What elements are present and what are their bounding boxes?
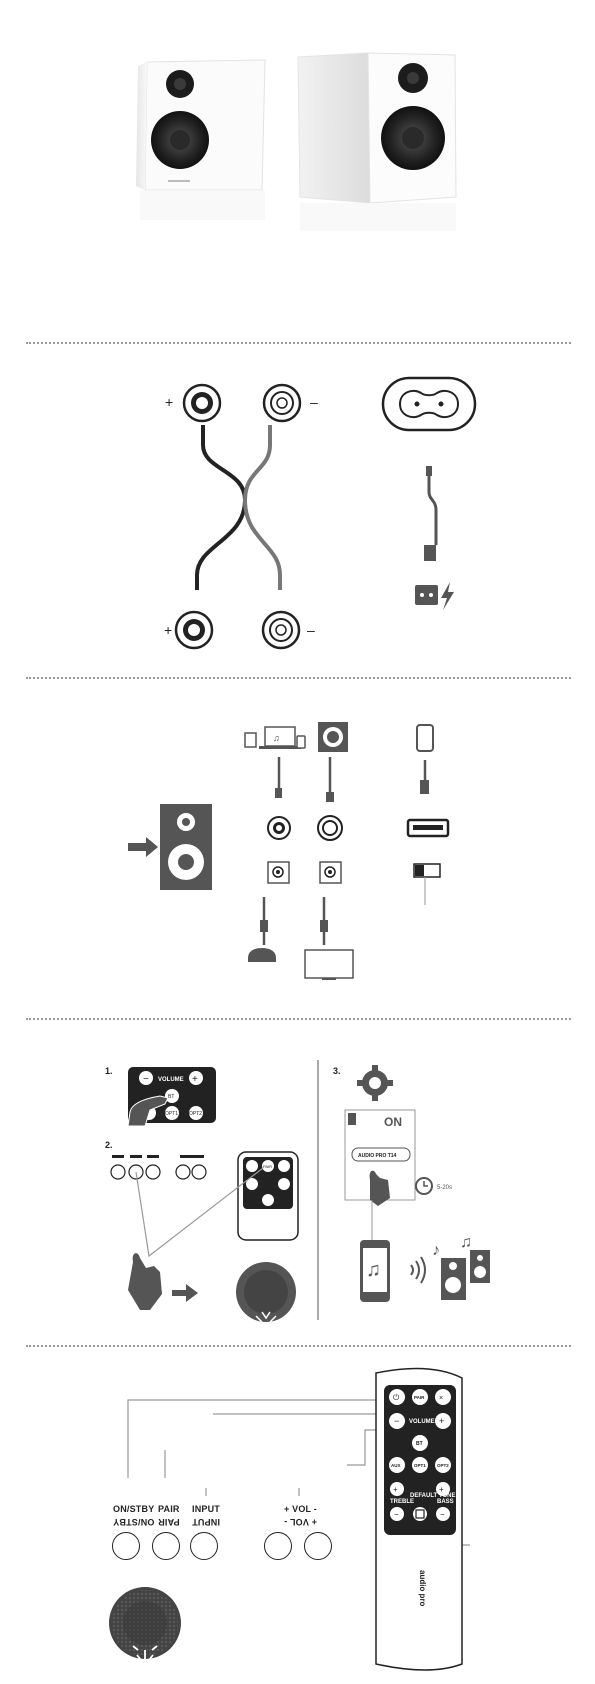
svg-text:–: –: [307, 622, 315, 638]
svg-text:♫: ♫: [273, 733, 280, 743]
onstby-label: ON/STBY: [113, 1504, 155, 1514]
pair-button[interactable]: [152, 1532, 180, 1560]
bt-on-label: ON: [384, 1115, 402, 1129]
svg-text:−: −: [440, 1510, 445, 1519]
step-3-number: 3.: [333, 1066, 341, 1076]
step-1-number: 1.: [105, 1066, 113, 1076]
svg-text:−: −: [143, 1074, 149, 1085]
svg-text:+: +: [439, 1485, 444, 1494]
svg-text:BASS: BASS: [437, 1499, 454, 1505]
onstby-label-mirrored: ON/STBY: [113, 1517, 155, 1527]
svg-text:OPT1: OPT1: [414, 1463, 426, 1468]
volume-label: VOLUME: [158, 1077, 184, 1083]
svg-text:AUX: AUX: [391, 1463, 401, 1468]
svg-text:PAIR: PAIR: [414, 1395, 425, 1400]
svg-text:+: +: [192, 1074, 198, 1085]
section-divider: [26, 1345, 571, 1347]
step-2-number: 2.: [105, 1140, 113, 1150]
wiring-diagram: + – + –: [164, 376, 477, 650]
svg-text:TREBLE: TREBLE: [390, 1499, 414, 1505]
svg-text:♫: ♫: [460, 1234, 472, 1251]
plus-sign: +: [165, 394, 173, 410]
svg-text:OPT2: OPT2: [189, 1111, 202, 1117]
svg-text:VOLUME: VOLUME: [409, 1419, 435, 1425]
remote-diagram: ⏻ PAIR × − VOLUME + BT AUX OPT1 OPT2 + +…: [109, 1367, 470, 1671]
remote-brand: audio pro: [418, 1570, 427, 1607]
svg-text:PAIR: PAIR: [263, 1164, 272, 1169]
svg-text:BT: BT: [168, 1094, 174, 1100]
svg-text:OPT1: OPT1: [165, 1111, 178, 1117]
pairing-diagram: − + VOLUME BT OPT1 OPT2 PAIR ON AUDIO PR…: [110, 1060, 490, 1323]
svg-text:+: +: [393, 1485, 398, 1494]
speakers-photo: [136, 52, 457, 231]
svg-text:−: −: [394, 1416, 399, 1426]
vol-label: + VOL -: [284, 1504, 317, 1514]
svg-text:−: −: [394, 1510, 399, 1519]
timer-label: 5-20s: [437, 1185, 452, 1191]
svg-text:+: +: [439, 1416, 444, 1426]
svg-text:BT: BT: [416, 1441, 423, 1447]
pair-label-mirrored: PAIR: [158, 1517, 180, 1527]
section-divider: [26, 1018, 571, 1020]
svg-text:OPT2: OPT2: [437, 1463, 449, 1468]
section-divider: [26, 342, 571, 344]
svg-text:♪: ♪: [432, 1242, 440, 1259]
svg-text:×: ×: [439, 1395, 443, 1402]
vol-down-button[interactable]: [304, 1532, 332, 1560]
vol-label-mirrored: + VOL -: [284, 1517, 317, 1527]
onstby-button[interactable]: [112, 1532, 140, 1560]
svg-text:+: +: [164, 622, 172, 638]
device-name: AUDIO PRO T14: [358, 1153, 397, 1159]
svg-text:⏻: ⏻: [393, 1393, 400, 1402]
inputs-diagram: ♫: [128, 722, 450, 980]
input-label: INPUT: [192, 1504, 220, 1514]
vol-up-button[interactable]: [264, 1532, 292, 1560]
minus-sign: –: [310, 394, 318, 410]
input-button[interactable]: [190, 1532, 218, 1560]
pair-label: PAIR: [158, 1504, 180, 1514]
section-divider: [26, 677, 571, 679]
svg-text:♫: ♫: [366, 1259, 381, 1281]
input-label-mirrored: INPUT: [192, 1517, 220, 1527]
svg-text:DEFAULT TONE: DEFAULT TONE: [410, 1493, 455, 1499]
